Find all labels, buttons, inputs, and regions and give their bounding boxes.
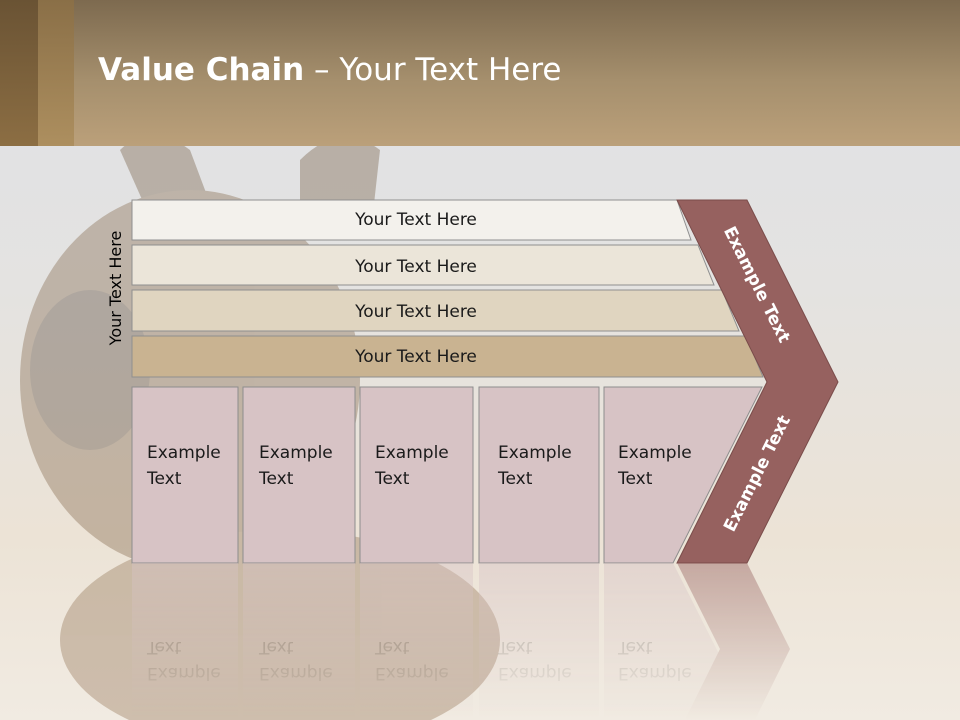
box-3-line2: Text <box>374 469 410 489</box>
reflection-box-3-line1: Example <box>375 663 449 683</box>
box-1-line2: Text <box>146 469 182 489</box>
bar-3-label: Your Text Here <box>354 302 477 322</box>
box-5-line1: Example <box>618 443 692 463</box>
reflection-box-2-line1: Example <box>259 663 333 683</box>
reflection-box-4-line1: Example <box>498 663 572 683</box>
box-2-line1: Example <box>259 443 333 463</box>
box-2-line2: Text <box>258 469 294 489</box>
reflection-box-4 <box>479 563 599 720</box>
reflection-box-1-line1: Example <box>147 663 221 683</box>
reflection-box-2-line2: Text <box>258 637 294 657</box>
reflection-box-4-line2: Text <box>497 637 533 657</box>
box-3-line1: Example <box>375 443 449 463</box>
bar-1-label: Your Text Here <box>354 210 477 230</box>
box-4 <box>478 386 600 564</box>
title-bold: Value Chain <box>98 52 305 88</box>
box-2 <box>242 386 356 564</box>
box-4-line1: Example <box>498 443 572 463</box>
reflection-box-2 <box>243 563 355 720</box>
bar-2 <box>131 244 715 286</box>
bar-2-label: Your Text Here <box>354 257 477 277</box>
header-bar: Value Chain – Your Text Here <box>0 0 960 146</box>
title-rest: – Your Text Here <box>304 52 562 88</box>
box-5-line2: Text <box>617 469 653 489</box>
header-accent-dark <box>0 0 38 146</box>
bar-4-label: Your Text Here <box>354 347 477 367</box>
bar-1 <box>131 199 692 241</box>
header-accent-light <box>38 0 74 146</box>
slide-title: Value Chain – Your Text Here <box>98 52 561 88</box>
reflection-box-5-line1: Example <box>618 663 692 683</box>
box-1-line1: Example <box>147 443 221 463</box>
side-label: Your Text Here <box>106 231 125 347</box>
bar-3 <box>131 289 740 332</box>
reflection-box-3 <box>360 563 473 720</box>
reflection-box-5-line2: Text <box>617 637 653 657</box>
bar-4 <box>131 335 764 378</box>
reflection-box-3-line2: Text <box>374 637 410 657</box>
reflection-chevron <box>677 563 790 720</box>
box-4-line2: Text <box>497 469 533 489</box>
reflection-box-1 <box>132 563 238 720</box>
diagram-reflection: Example Text Example Text Example Text E… <box>132 563 790 720</box>
box-1 <box>131 386 239 564</box>
box-3 <box>359 386 474 564</box>
reflection-box-1-line2: Text <box>146 637 182 657</box>
